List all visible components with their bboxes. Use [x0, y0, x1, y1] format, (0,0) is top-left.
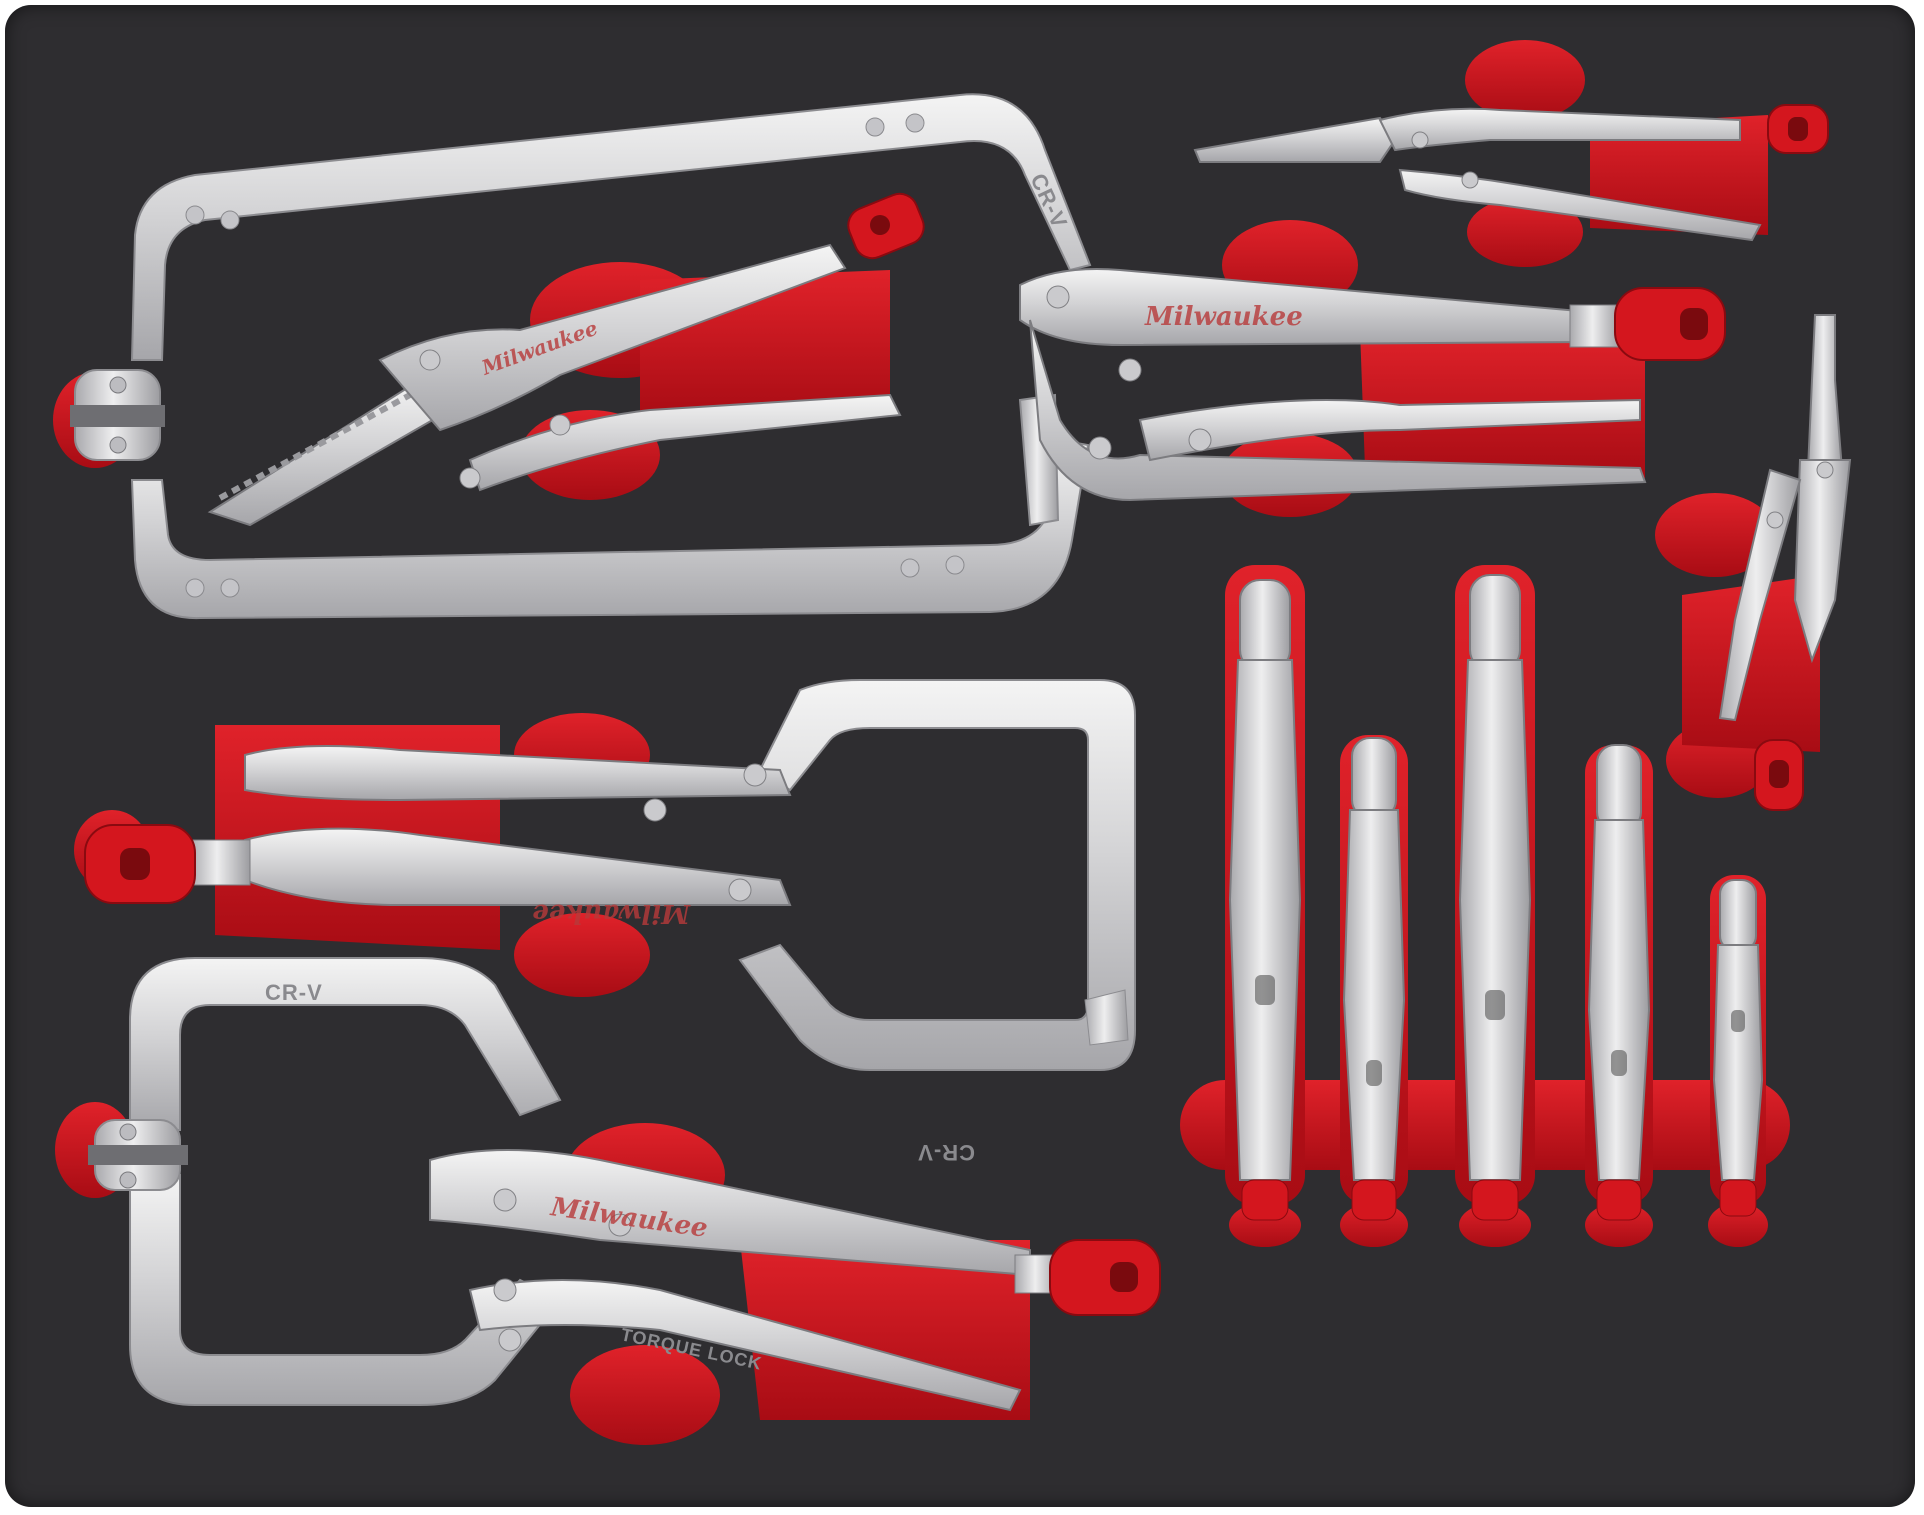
crv-marking-bottom-clamp: CR-V	[265, 980, 323, 1005]
middle-locking-c-clamp: Milwaukee CR-V	[84, 679, 1136, 1165]
vertical-pliers-5	[1712, 879, 1764, 1217]
brand-logo-curved-jaw: Milwaukee	[1144, 302, 1303, 332]
small-vertical-locking-pliers	[1718, 314, 1852, 811]
vertical-pliers-2	[1342, 737, 1406, 1221]
bottom-locking-c-clamp: Milwaukee TORQUE LOCK CR-V	[88, 957, 1161, 1412]
curved-jaw-locking-pliers: Milwaukee	[1019, 268, 1726, 502]
crv-marking-middle-clamp: CR-V	[917, 1140, 975, 1165]
brand-logo-middle-clamp: Milwaukee	[532, 898, 691, 928]
long-nose-locking-pliers: Milwaukee	[207, 192, 925, 527]
vertical-pliers-1	[1228, 579, 1302, 1221]
vertical-pliers-4	[1587, 744, 1651, 1221]
vertical-pliers-rack	[1228, 574, 1764, 1221]
small-long-nose-locking-pliers	[1193, 104, 1829, 242]
vertical-pliers-3	[1458, 574, 1532, 1221]
